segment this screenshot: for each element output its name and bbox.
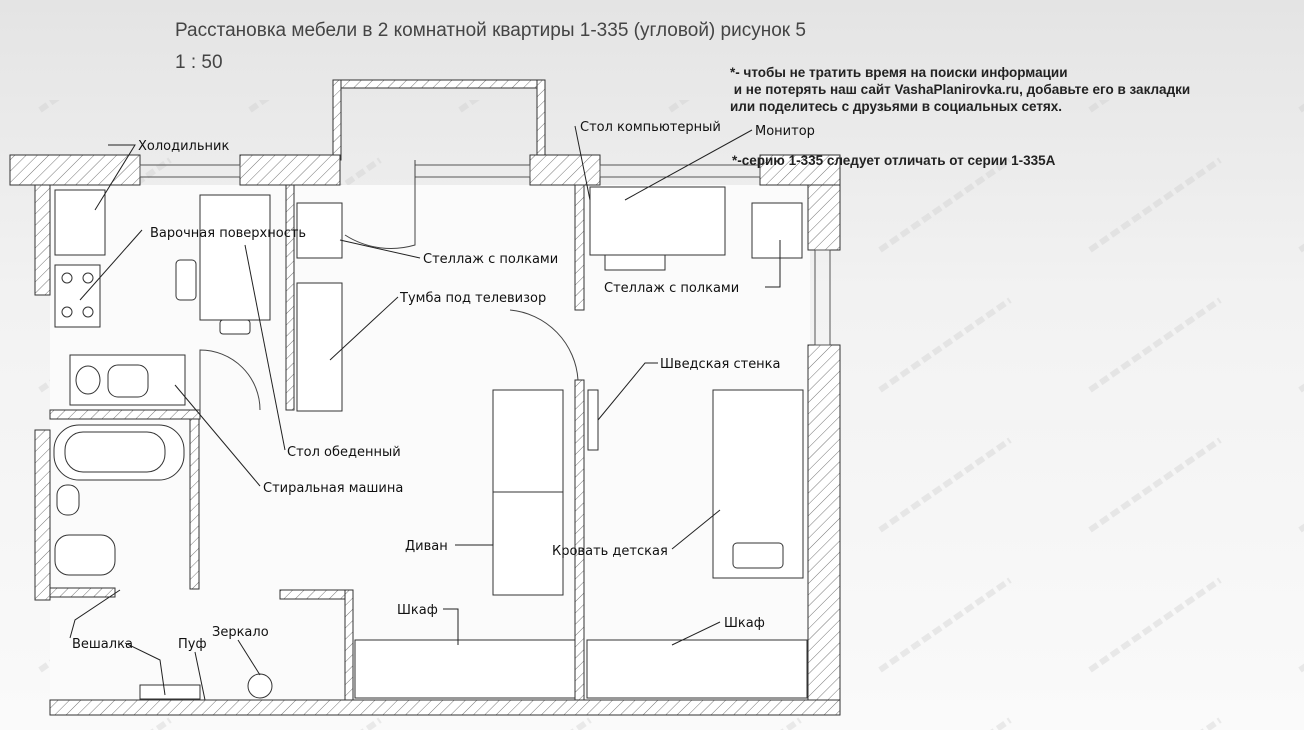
label-sofa: Диван: [405, 539, 448, 554]
burner: [82, 272, 94, 284]
plan-scale: 1 : 50: [175, 52, 223, 73]
sink-bowl: [107, 364, 149, 398]
exterior-wall: [34, 429, 51, 601]
exterior-wall: [529, 154, 601, 186]
partition: [285, 184, 295, 411]
pouf: [247, 673, 273, 699]
burner: [82, 306, 94, 318]
burner: [61, 272, 73, 284]
burner: [61, 306, 73, 318]
dining-table: [199, 194, 271, 321]
label-monitor: Монитор: [755, 124, 815, 139]
label-shelving-2: Стеллаж с полками: [604, 281, 739, 296]
label-computer-desk: Стол компьютерный: [580, 120, 721, 135]
chair: [175, 259, 197, 301]
fridge: [54, 189, 106, 256]
label-wardrobe-2: Шкаф: [724, 616, 765, 631]
exterior-wall: [239, 154, 341, 186]
partition: [574, 379, 585, 701]
partition: [49, 587, 116, 598]
label-tv-stand: Тумба под телевизор: [399, 291, 546, 306]
bathtub-inner: [64, 431, 166, 473]
partition: [574, 184, 585, 311]
label-swedish-wall: Шведская стенка: [660, 357, 781, 372]
furniture: [53, 186, 808, 700]
partition: [49, 409, 201, 420]
exterior-wall: [34, 184, 51, 296]
label-shelving-1: Стеллаж с полками: [423, 252, 558, 267]
labels: Холодильник Варочная поверхность Стеллаж…: [72, 120, 815, 652]
partition: [279, 589, 351, 600]
toilet: [54, 534, 116, 576]
room-door: [509, 309, 579, 381]
exterior-wall: [9, 154, 141, 186]
exterior-wall: [49, 699, 841, 716]
loggia-wall-left: [332, 79, 342, 161]
chair: [219, 319, 251, 335]
doors: [199, 160, 579, 411]
series-note: *-серию 1-335 следует отличать от серии …: [732, 153, 1056, 168]
label-hanger: Вешалка: [72, 637, 133, 652]
balcony-door: [344, 160, 416, 249]
loggia-wall-right: [536, 79, 546, 161]
partition: [344, 589, 354, 701]
label-pouf: Пуф: [178, 637, 207, 652]
label-dining-table: Стол обеденный: [287, 445, 401, 460]
exterior-wall: [807, 184, 841, 251]
shelving-2: [751, 202, 803, 259]
washbasin: [56, 484, 80, 516]
leader-lines: [69, 125, 781, 701]
label-wardrobe-1: Шкаф: [397, 603, 438, 618]
loggia-wall-top: [332, 79, 546, 89]
window: [814, 249, 831, 346]
window: [599, 164, 761, 178]
window: [139, 164, 241, 178]
walls: [9, 79, 841, 716]
label-washing-machine: Стиральная машина: [263, 481, 403, 496]
swedish-wall: [587, 389, 599, 451]
plan-title: Расстановка мебели в 2 комнатной квартир…: [175, 20, 806, 41]
hob: [54, 264, 101, 328]
label-hob: Варочная поверхность: [150, 226, 306, 241]
computer-chair: [604, 254, 666, 271]
kitchen-door: [199, 349, 261, 411]
wardrobe-1: [354, 639, 576, 699]
partition: [189, 418, 200, 590]
bookmark-note: *- чтобы не тратить время на поиски инфо…: [730, 65, 1191, 114]
tv-stand: [296, 282, 343, 412]
hanger-shelf: [139, 684, 201, 700]
shelving-1: [296, 202, 343, 259]
wardrobe-2: [586, 639, 808, 699]
label-kids-bed: Кровать детская: [552, 544, 668, 559]
pillow: [732, 542, 784, 569]
label-mirror: Зеркало: [212, 625, 269, 640]
computer-desk: [589, 186, 726, 256]
label-fridge: Холодильник: [138, 139, 229, 154]
exterior-wall: [807, 344, 841, 716]
sink: [75, 365, 101, 395]
